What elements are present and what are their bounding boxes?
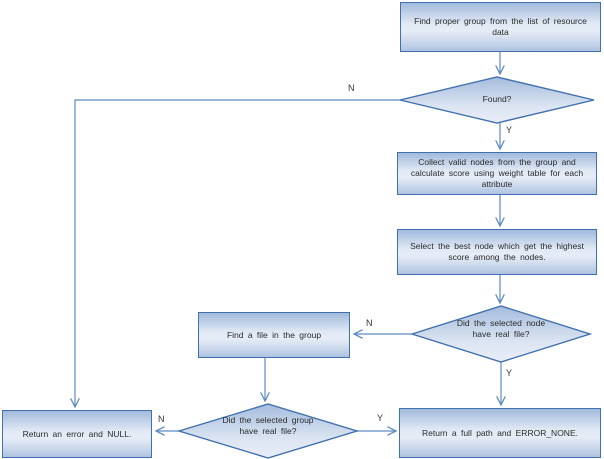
edge-label-node-yes: Y — [506, 368, 513, 378]
node-return-error: Return an error and NULL. — [2, 410, 152, 458]
edge-label-group-no: N — [158, 414, 165, 424]
decision-found-label: Found? — [482, 94, 512, 104]
edge-found-no — [75, 99, 400, 407]
node-collect-valid-nodes: Collect valid nodes from the group and c… — [397, 152, 597, 195]
decision-node-has-file-label: Did the selected node have real file? — [456, 318, 546, 339]
node-return-full-path: Return a full path and ERROR_NONE. — [399, 408, 601, 458]
decision-found — [399, 76, 595, 124]
decision-node-has-file — [409, 305, 593, 363]
edge-label-found-yes: Y — [506, 125, 513, 135]
node-find-file-in-group: Find a file in the group — [198, 312, 350, 358]
edge-label-found-no: N — [348, 83, 355, 93]
decision-group-has-file-label: Did the selected group have real file? — [222, 415, 314, 436]
node-select-best-node: Select the best node which get the highe… — [397, 229, 597, 275]
edge-label-group-yes: Y — [377, 413, 384, 423]
edge-label-node-no: N — [366, 318, 373, 328]
decision-group-has-file — [176, 403, 360, 459]
node-find-proper-group: Find proper group from the list of resou… — [400, 2, 601, 52]
